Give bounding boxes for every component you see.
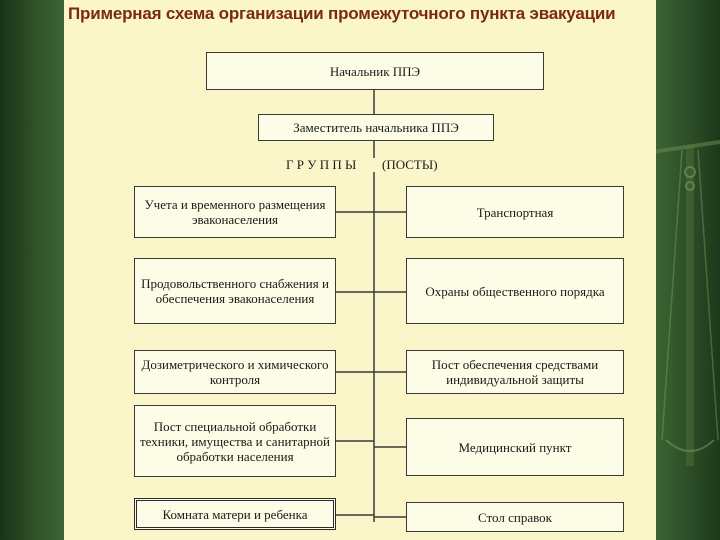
group-box-left-1: Учета и временного размещения эваконасел… — [134, 186, 336, 238]
group-box-right-4: Медицинский пункт — [406, 418, 624, 476]
group-label: Охраны общественного порядка — [425, 283, 605, 299]
deputy-label: Заместитель начальника ППЭ — [293, 120, 459, 135]
group-box-right-1: Транспортная — [406, 186, 624, 238]
connector-lines — [336, 90, 406, 522]
group-label: Продовольственного снабжения и обеспечен… — [141, 276, 329, 306]
group-box-left-4: Пост специальной обработки техники, имущ… — [134, 405, 336, 477]
group-box-right-3: Пост обеспечения средствами индивидуальн… — [406, 350, 624, 394]
group-box-right-5: Стол справок — [406, 502, 624, 532]
group-label: Стол справок — [478, 509, 552, 525]
deputy-box: Заместитель начальника ППЭ — [258, 114, 494, 141]
slide: Примерная схема организации промежуточно… — [64, 0, 656, 540]
group-box-left-2: Продовольственного снабжения и обеспечен… — [134, 258, 336, 324]
posts-label: (ПОСТЫ) — [382, 157, 438, 172]
right-frame — [656, 0, 720, 540]
group-label: Медицинский пункт — [458, 439, 572, 455]
group-label: Учета и временного размещения эваконасел… — [144, 197, 326, 227]
groups-label: Г Р У П П Ы — [286, 157, 357, 172]
group-label: Пост обеспечения средствами индивидуальн… — [431, 357, 599, 387]
group-label: Комната матери и ребенка — [162, 506, 308, 522]
group-box-left-3: Дозиметрического и химического контроля — [134, 350, 336, 394]
chief-box: Начальник ППЭ — [206, 52, 544, 90]
diagram-title: Примерная схема организации промежуточно… — [68, 4, 616, 23]
group-label: Пост специальной обработки техники, имущ… — [139, 418, 331, 464]
group-box-left-5: Комната матери и ребенка — [134, 498, 336, 530]
left-frame — [0, 0, 64, 540]
scales-icon — [656, 140, 720, 466]
group-label: Дозиметрического и химического контроля — [141, 357, 329, 387]
group-label: Транспортная — [476, 204, 554, 220]
group-box-right-2: Охраны общественного порядка — [406, 258, 624, 324]
chief-label: Начальник ППЭ — [329, 63, 421, 79]
